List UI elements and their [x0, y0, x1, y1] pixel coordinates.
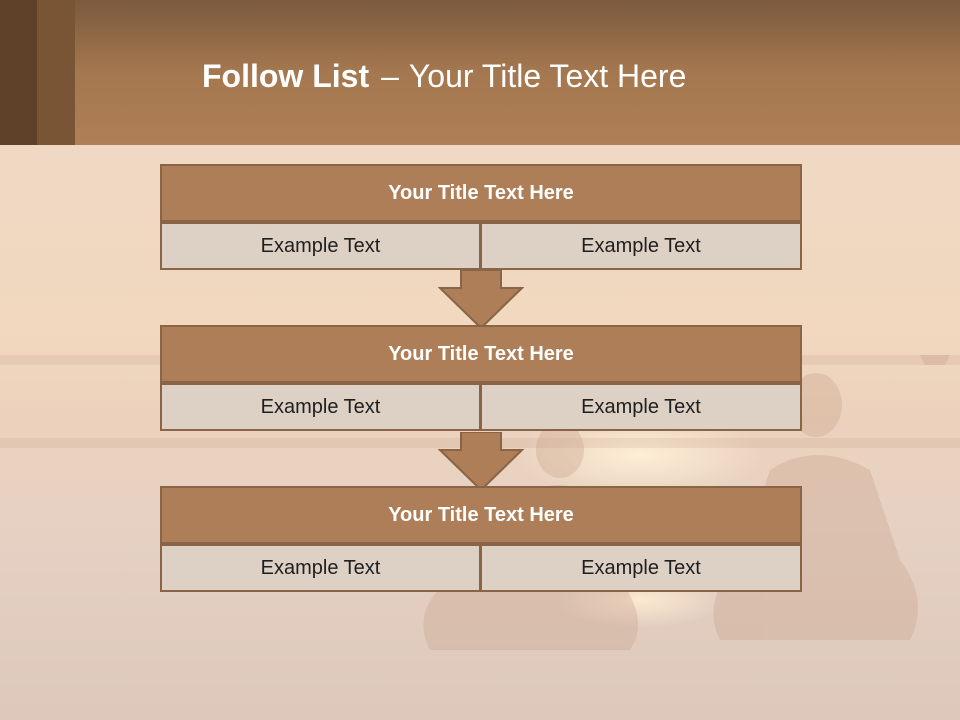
step-cell-right: Example Text [480, 222, 802, 270]
step-title: Your Title Text Here [160, 164, 802, 222]
down-arrow-icon [438, 432, 524, 490]
slide-title: Follow List–Your Title Text Here [202, 56, 686, 96]
slide-title-dash: – [381, 58, 399, 94]
step-cell-left: Example Text [160, 222, 481, 270]
slide-title-bold: Follow List [202, 58, 370, 94]
down-arrow-icon [438, 270, 524, 328]
step-cell-right: Example Text [480, 544, 802, 592]
header-accent-bar [0, 0, 37, 145]
slide-title-rest: Your Title Text Here [408, 58, 687, 94]
step-cell-right: Example Text [480, 383, 802, 431]
header-band: Follow List–Your Title Text Here [0, 0, 960, 145]
step-cell-left: Example Text [160, 383, 481, 431]
header-accent-bar [37, 0, 75, 145]
step-title: Your Title Text Here [160, 325, 802, 383]
step-cell-left: Example Text [160, 544, 481, 592]
step-title: Your Title Text Here [160, 486, 802, 544]
